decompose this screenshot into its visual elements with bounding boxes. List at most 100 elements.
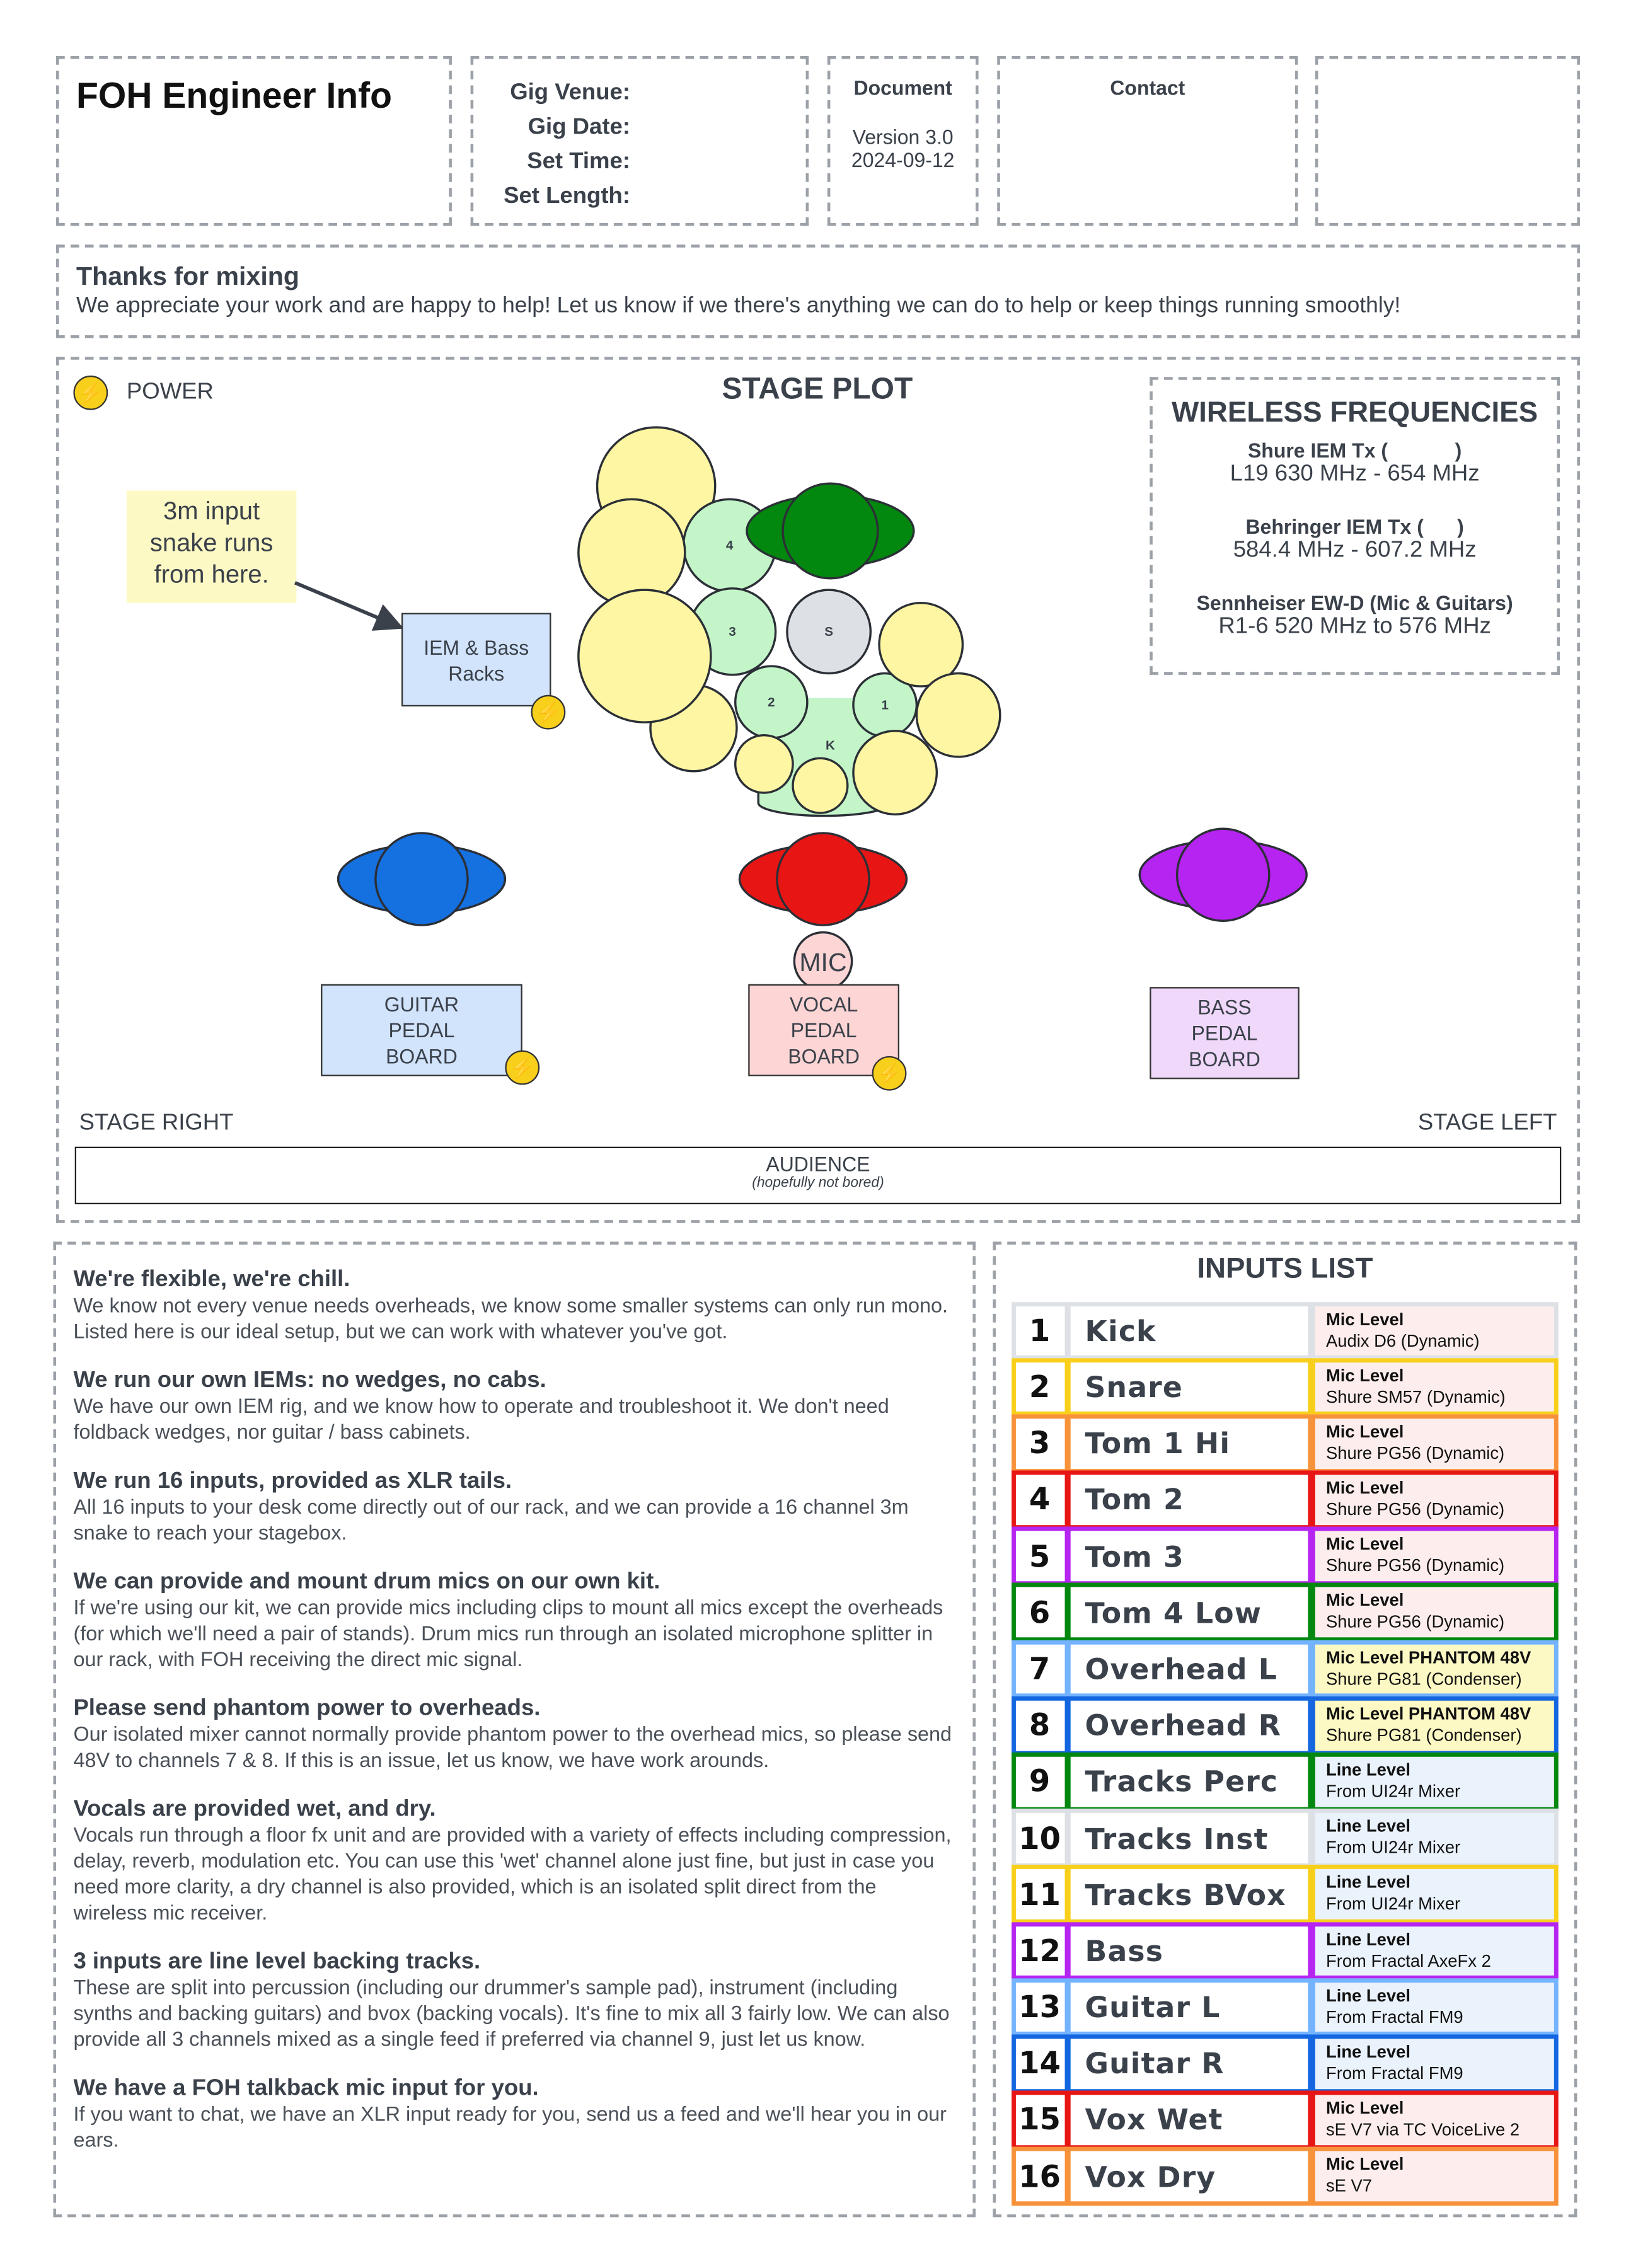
input-level: Line Level	[1325, 1985, 1410, 2006]
input-level: Line Level	[1325, 1759, 1410, 1780]
vocalist-head	[776, 832, 870, 926]
contact-box: Contact	[997, 56, 1298, 226]
input-source: Shure PG56 (Dynamic)	[1325, 1555, 1505, 1576]
note-title: We can provide and mount drum mics on ou…	[73, 1569, 660, 1594]
stage-plot-box	[56, 357, 1580, 1223]
note-body: All 16 inputs to your desk come directly…	[73, 1496, 909, 1546]
input-number: 1	[1010, 1301, 1069, 1361]
input-number: 15	[1010, 2090, 1069, 2150]
inputs-box: INPUTS LIST	[993, 1241, 1577, 2218]
input-source: From Fractal AxeFx 2	[1325, 1950, 1491, 1971]
note-body: If we're using our kit, we can provide m…	[73, 1597, 943, 1672]
input-name: Kick	[1066, 1301, 1313, 1361]
wireless-device-name: Behringer IEM Tx ( )	[1245, 515, 1464, 538]
input-source: Audix D6 (Dynamic)	[1325, 1330, 1480, 1350]
stage-plot-title: STAGE PLOT	[722, 372, 913, 406]
input-name: Tracks Inst	[1066, 1809, 1313, 1868]
page-title: FOH Engineer Info	[76, 76, 393, 117]
gig-info-box: Gig Venue: Gig Date: Set Time: Set Lengt…	[470, 56, 809, 226]
input-number: 2	[1010, 1357, 1069, 1417]
input-level: Mic Level	[1325, 1365, 1404, 1385]
input-name: Tom 4 Low	[1066, 1583, 1313, 1642]
input-level: Mic Level	[1325, 2098, 1404, 2119]
stage-right-label: STAGE RIGHT	[79, 1110, 234, 1136]
thanks-body: We appreciate your work and are happy to…	[76, 293, 1401, 318]
stage-left-label: STAGE LEFT	[1417, 1110, 1557, 1136]
input-name: Overhead R	[1066, 1696, 1313, 1755]
wireless-title: WIRELESS FREQUENCIES	[1172, 397, 1538, 429]
input-level: Line Level	[1325, 1816, 1410, 1836]
note-item: We run 16 inputs, provided as XLR tails.…	[73, 1469, 955, 1546]
gig-venue-label: Gig Venue:	[510, 80, 631, 105]
input-level: Mic Level	[1325, 1534, 1404, 1555]
audience-label: AUDIENCE	[766, 1152, 870, 1176]
tom-4-label: 4	[726, 538, 734, 553]
input-level: Line Level	[1325, 1872, 1410, 1893]
input-name: Tracks BVox	[1066, 1865, 1313, 1924]
tom-2-label: 2	[768, 695, 775, 710]
guitar-pedal-board: GUITAR PEDAL BOARD	[321, 984, 522, 1076]
wireless-item: Sennheiser EW-D (Mic & Guitars)R1-6 520 …	[1153, 591, 1557, 640]
input-number: 5	[1010, 1527, 1069, 1586]
set-time-label: Set Time:	[527, 149, 631, 175]
note-body: These are split into percussion (includi…	[73, 1977, 950, 2052]
power-icon: ⚡	[872, 1056, 907, 1091]
document-box: Document Version 3.0 2024-09-12	[827, 56, 979, 226]
cymbal	[878, 601, 964, 688]
note-item: Vocals are provided wet, and dry.Vocals …	[73, 1797, 955, 1926]
input-source: Shure PG56 (Dynamic)	[1325, 1442, 1505, 1463]
notes-box: We're flexible, we're chill.We know not …	[53, 1241, 976, 2218]
power-icon: ⚡	[505, 1050, 540, 1085]
note-item: We can provide and mount drum mics on ou…	[73, 1570, 955, 1673]
gig-date-label: Gig Date:	[528, 115, 631, 140]
cymbal	[577, 589, 712, 723]
note-body: We have our own IEM rig, and we know how…	[73, 1395, 889, 1445]
input-level: Mic Level	[1325, 1421, 1404, 1442]
input-number: 4	[1010, 1470, 1069, 1529]
input-source: From UI24r Mixer	[1325, 1781, 1461, 1802]
input-level: Mic Level	[1325, 1477, 1404, 1498]
audience-sublabel: (hopefully not bored)	[752, 1175, 884, 1192]
input-number: 6	[1010, 1583, 1069, 1642]
wireless-frequency-range: 584.4 MHz - 607.2 MHz	[1233, 538, 1477, 563]
input-number: 14	[1010, 2034, 1069, 2093]
input-name: Guitar L	[1066, 1977, 1313, 2037]
note-body: We know not every venue needs overheads,…	[73, 1294, 949, 1344]
input-name: Vox Wet	[1066, 2090, 1313, 2150]
input-source: Shure PG56 (Dynamic)	[1325, 1612, 1505, 1633]
note-title: We run our own IEMs: no wedges, no cabs.	[73, 1368, 546, 1393]
input-name: Vox Dry	[1066, 2147, 1313, 2206]
snare	[786, 589, 872, 675]
input-number: 3	[1010, 1414, 1069, 1473]
wireless-device-name: Sennheiser EW-D (Mic & Guitars)	[1196, 591, 1513, 614]
set-length-label: Set Length:	[504, 184, 631, 209]
input-name: Guitar R	[1066, 2034, 1313, 2093]
cymbal	[792, 757, 849, 814]
vocal-pedal-board: VOCAL PEDAL BOARD	[748, 984, 899, 1076]
input-number: 8	[1010, 1696, 1069, 1755]
guitarist-head	[374, 832, 469, 926]
input-source: sE V7 via TC VoiceLive 2	[1325, 2119, 1520, 2140]
wireless-box: WIRELESS FREQUENCIES Shure IEM Tx ( )L19…	[1150, 377, 1560, 675]
input-source: Shure PG81 (Condenser)	[1325, 1725, 1522, 1746]
